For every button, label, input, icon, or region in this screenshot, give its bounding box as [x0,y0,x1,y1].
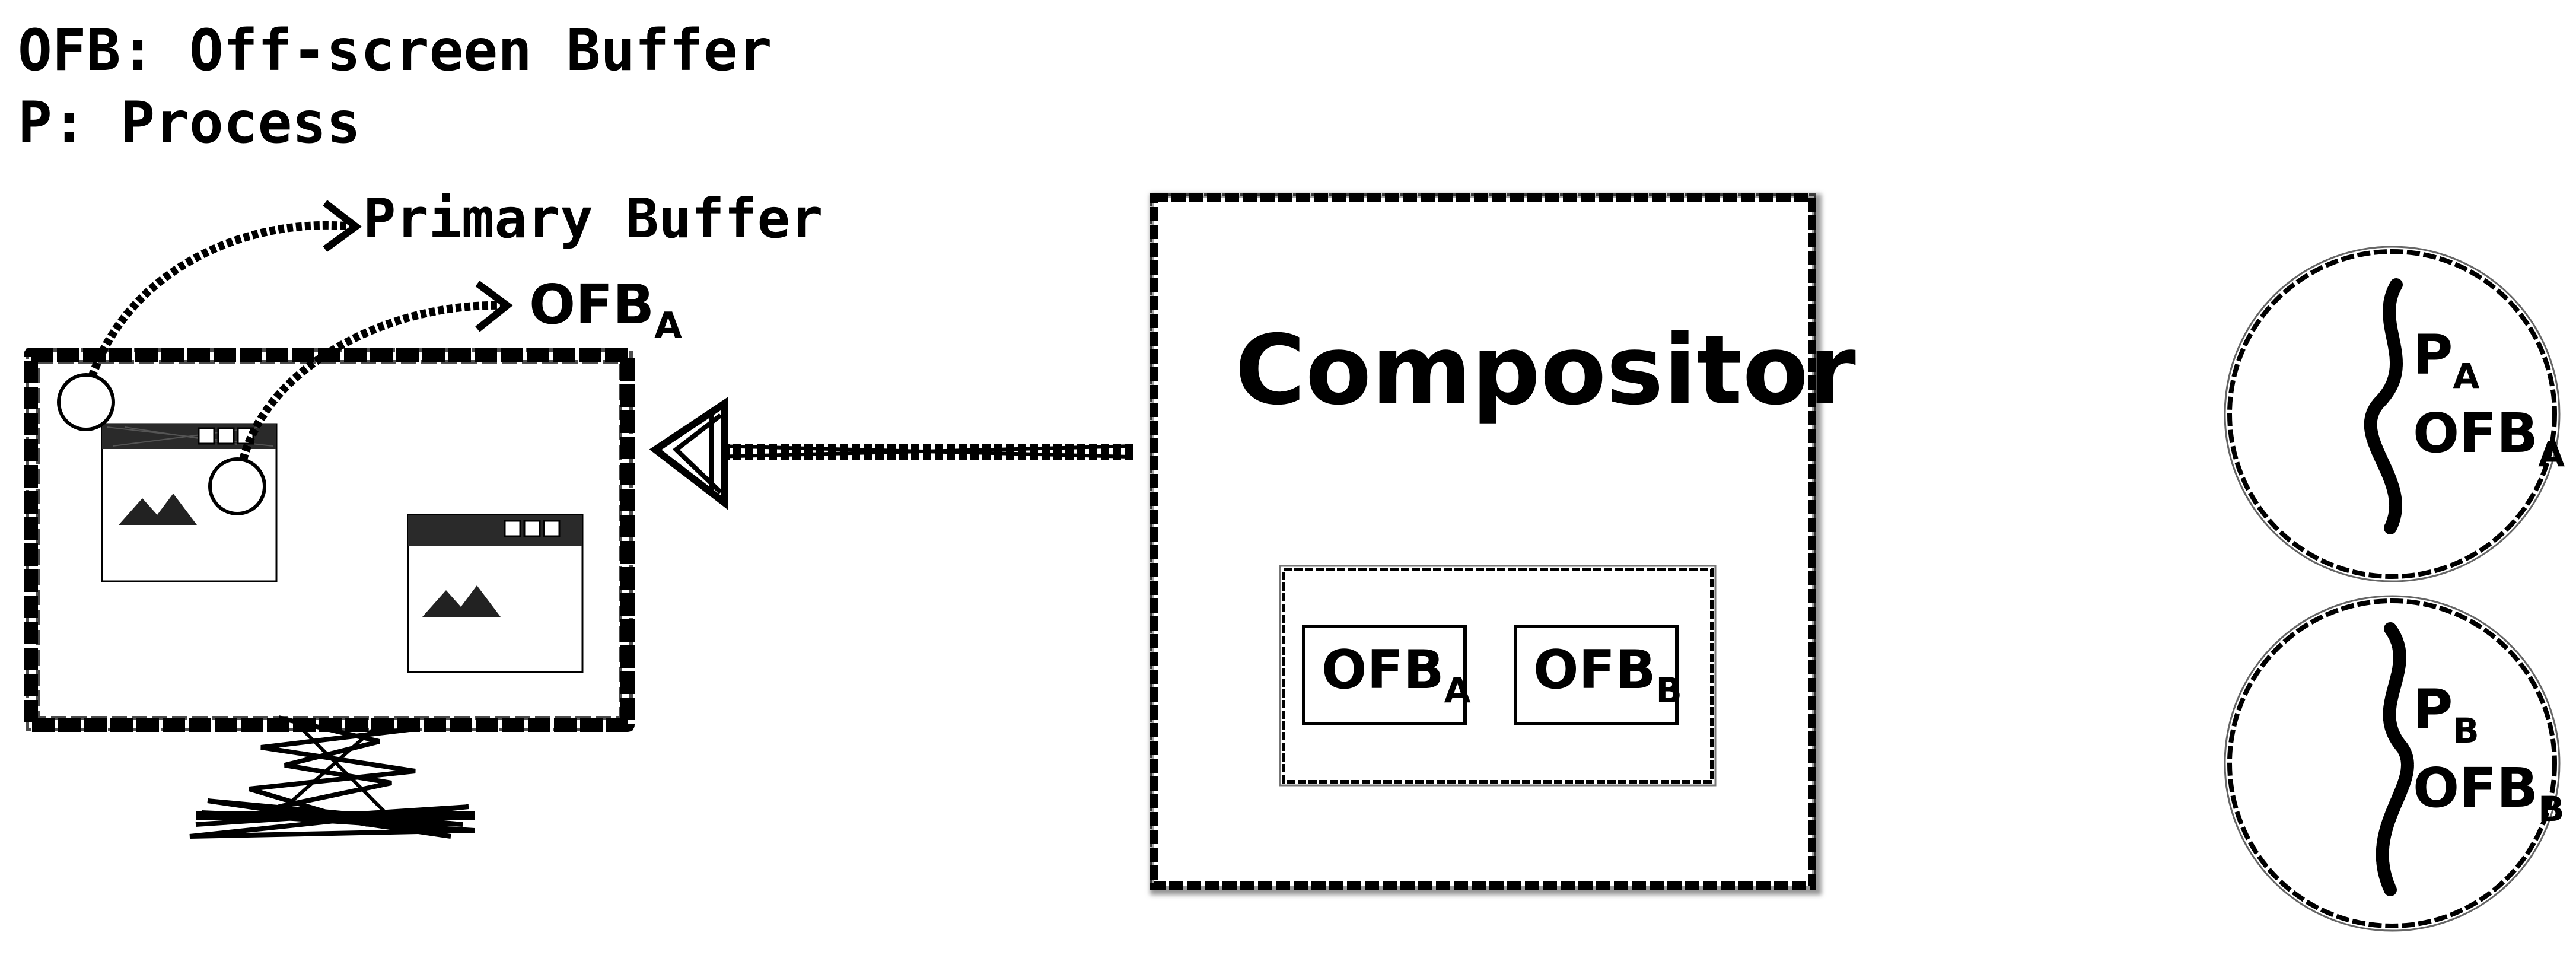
primary-buffer-arrow [88,200,362,378]
minimize-icon [198,427,215,445]
app-window-2 [407,514,584,673]
legend-line-process: P: Process [18,90,361,156]
minimize-icon [504,520,521,537]
compositor-buffer-ofb-b: OFBB [1514,625,1682,725]
thread-squiggle-icon [2364,278,2403,534]
close-icon [543,520,561,537]
process-a: PA OFBA [2224,246,2565,582]
compositor-title: Compositor [1235,315,1856,426]
thread-squiggle-icon [2376,622,2414,896]
buffer-box [1514,625,1679,725]
mountain-image-icon [422,585,501,617]
process-a-label: PA [2413,323,2479,396]
ofb-a-marker [208,457,266,515]
compositor-to-monitor-arrow [649,396,1133,511]
process-b-buffer-label: OFBB [2413,756,2564,829]
process-b-label: PB [2413,678,2479,751]
process-circle [2227,249,2557,579]
process-b: PB OFBB [2224,595,2564,932]
monitor-stand [189,715,475,839]
ofb-a-label: OFBA [529,273,682,346]
monitor-frame [24,348,635,732]
buffer-label: OFBB [1533,639,1682,711]
buffer-label: OFBA [1322,639,1471,711]
primary-buffer-label: Primary Buffer [363,187,823,250]
process-circle [2227,598,2557,928]
compositor-buffer-group: OFBA OFBB [1279,565,1717,787]
legend: OFB: Off-screen Buffer P: Process [18,17,772,156]
maximize-icon [523,520,541,537]
compositor: Compositor OFBA OFBB [1150,193,1856,895]
maximize-icon [217,427,235,445]
mountain-image-icon [119,494,197,525]
primary-buffer-marker [57,373,115,431]
monitor: Primary Buffer OFBA [24,187,823,839]
process-a-buffer-label: OFBA [2413,402,2565,475]
legend-line-ofb: OFB: Off-screen Buffer [18,17,772,84]
buffer-box [1302,625,1467,725]
compositor-buffer-ofb-a: OFBA [1302,625,1471,725]
ofb-a-arrow [239,281,513,461]
